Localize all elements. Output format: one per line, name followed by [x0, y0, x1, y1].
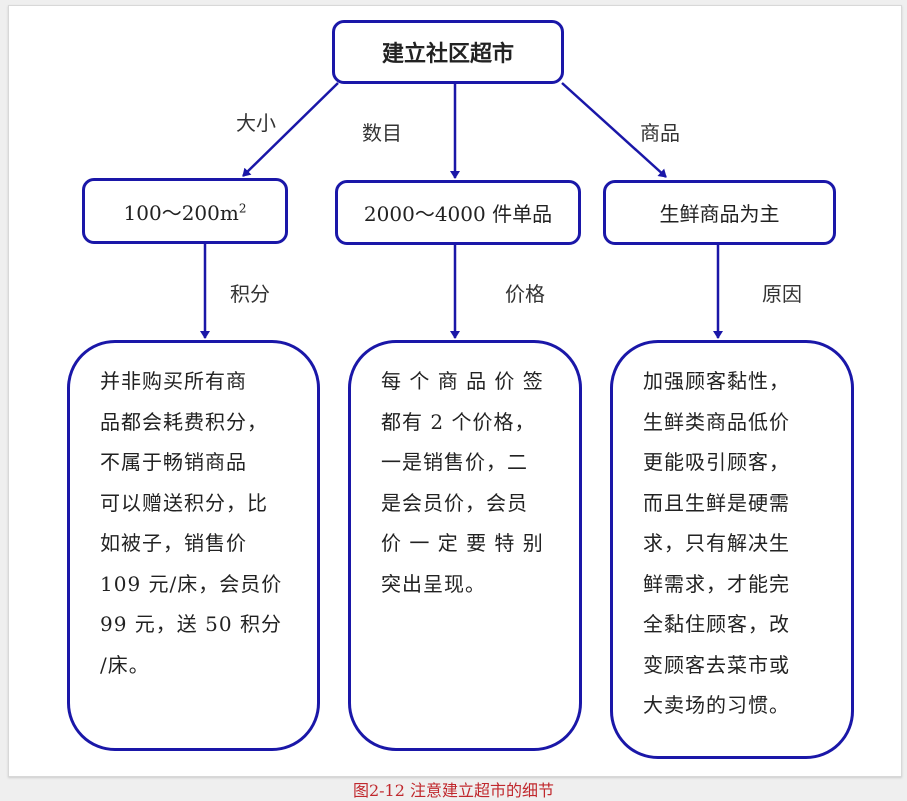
arrow-size — [242, 82, 339, 177]
points-lines: 并非购买所有商 品都会耗费积分， 不属于畅销商品 可以赠送积分，比 如被子，销售… — [100, 361, 282, 685]
text-line: 每 个 商 品 价 签 — [381, 369, 544, 393]
text-line: 大卖场的习惯。 — [643, 693, 790, 717]
edge-label-price: 价格 — [505, 282, 545, 306]
text-line: 全黏住顾客，改 — [643, 612, 790, 636]
size-label: 100～200m2 — [124, 197, 247, 226]
text-line: 是会员价，会员 — [381, 490, 528, 515]
price-lines: 每 个 商 品 价 签 都有 2 个价格， 一是销售价，二 是会员价，会员 价 … — [381, 361, 544, 604]
text-line: 99 元，送 50 积分 — [100, 612, 282, 636]
text-line: 109 元/床，会员价 — [100, 571, 283, 596]
text-line: 鲜需求，才能完 — [643, 571, 790, 596]
reason-lines: 加强顾客黏性， 生鲜类商品低价 更能吸引顾客， 而且生鲜是硬需 求，只有解决生 … — [643, 361, 790, 726]
edge-label-reason: 原因 — [762, 282, 802, 306]
text-line: 都有 2 个价格， — [381, 409, 536, 434]
text-line: /床。 — [100, 652, 150, 677]
text-line: 求，只有解决生 — [643, 531, 790, 555]
text-line: 而且生鲜是硬需 — [643, 490, 790, 515]
goods-label: 生鲜商品为主 — [659, 202, 780, 226]
node-points-detail: 并非购买所有商 品都会耗费积分， 不属于畅销商品 可以赠送积分，比 如被子，销售… — [67, 340, 320, 751]
node-size: 100～200m2 — [82, 178, 288, 244]
edge-label-goods: 商品 — [640, 121, 680, 145]
arrow-goods — [561, 82, 667, 178]
text-line: 可以赠送积分，比 — [100, 490, 268, 515]
text-line: 一是销售价，二 — [381, 450, 528, 474]
text-line: 如被子，销售价 — [100, 531, 247, 555]
count-label: 2000～4000 件单品 — [363, 202, 553, 226]
text-line: 价 一 定 要 特 别 — [381, 531, 544, 555]
node-count: 2000～4000 件单品 — [335, 180, 581, 245]
edge-label-points: 积分 — [230, 282, 270, 306]
node-goods: 生鲜商品为主 — [603, 180, 836, 245]
size-value: 100～200m — [123, 200, 239, 225]
text-line: 更能吸引顾客， — [643, 450, 790, 474]
text-line: 变顾客去菜市或 — [643, 652, 790, 677]
text-line: 生鲜类商品低价 — [643, 409, 790, 434]
root-label: 建立社区超市 — [381, 42, 514, 67]
size-superscript: 2 — [238, 200, 247, 215]
text-line: 加强顾客黏性， — [643, 369, 790, 393]
text-line: 品都会耗费积分， — [100, 409, 268, 434]
text-line: 不属于畅销商品 — [100, 450, 247, 474]
edge-label-size: 大小 — [236, 111, 276, 135]
text-line: 并非购买所有商 — [100, 369, 247, 393]
text-line: 突出呈现。 — [381, 571, 486, 596]
root-node: 建立社区超市 — [332, 20, 564, 84]
node-price-detail: 每 个 商 品 价 签 都有 2 个价格， 一是销售价，二 是会员价，会员 价 … — [348, 340, 582, 751]
node-reason-detail: 加强顾客黏性， 生鲜类商品低价 更能吸引顾客， 而且生鲜是硬需 求，只有解决生 … — [610, 340, 854, 759]
figure-caption: 图2-12 注意建立超市的细节 — [352, 781, 555, 800]
edge-label-count: 数目 — [362, 121, 402, 145]
